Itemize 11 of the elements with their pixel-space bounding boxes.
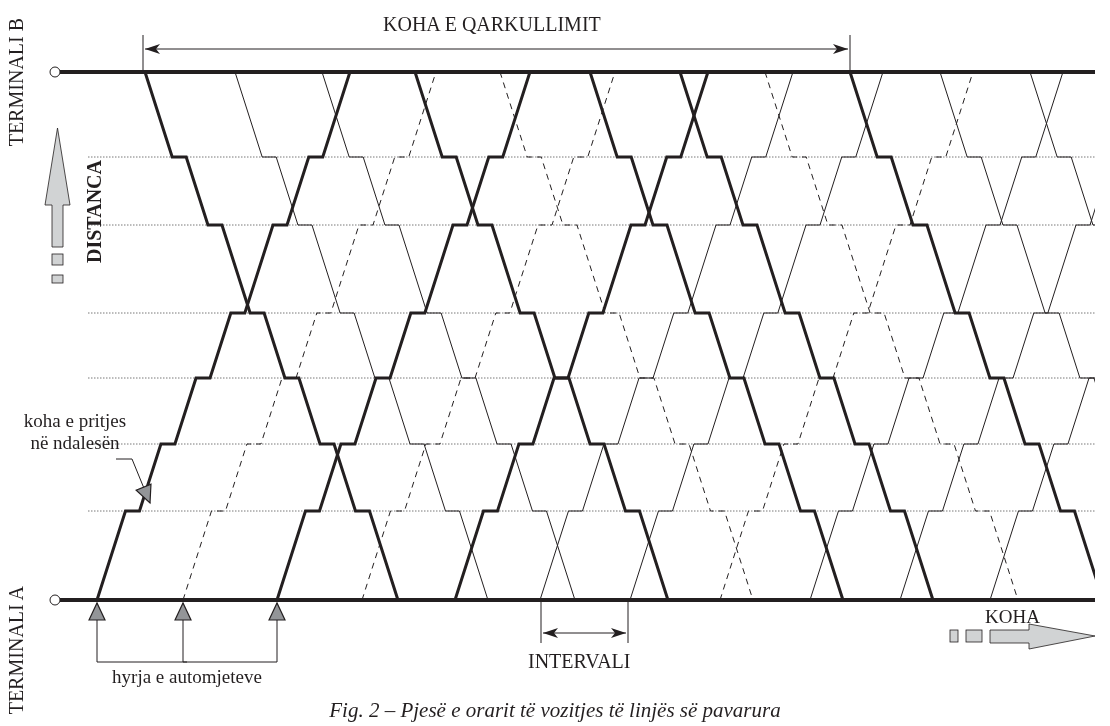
axis-label: KOHA E QARKULLIMIT bbox=[383, 14, 601, 34]
leader-arrow bbox=[186, 602, 286, 663]
leader-arrow bbox=[115, 458, 152, 504]
axis-label: TERMINALI A bbox=[6, 586, 26, 715]
axis-label: DISTANCA bbox=[84, 160, 104, 263]
axis-label: KOHA bbox=[985, 607, 1040, 626]
axis-label: INTERVALI bbox=[528, 651, 631, 671]
leader-arrow bbox=[174, 602, 192, 663]
annotation-text: hyrja e automjeteve bbox=[111, 666, 263, 688]
axis-label: TERMINALI B bbox=[6, 18, 26, 147]
annotation-text: koha e pritjes në ndalesën bbox=[22, 410, 128, 454]
